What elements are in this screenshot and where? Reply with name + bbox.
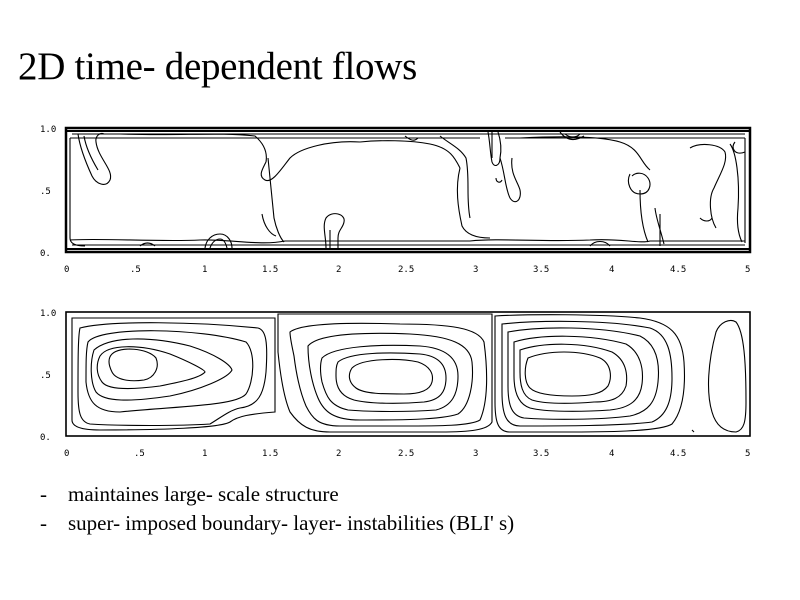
top-x-tick-8: 4 [609,265,614,275]
bottom-x-tick-6: 3 [473,449,478,459]
bottom-x-tick-10: 5 [745,449,750,459]
bullet-text: super- imposed boundary- layer- instabil… [68,511,515,535]
slide-title: 2D time- dependent flows [18,45,417,88]
bottom-x-tick-3: 1.5 [262,449,278,459]
top-x-tick-10: 5 [745,265,750,275]
top-y-tick-2: .5 [40,187,51,197]
bottom-x-tick-2: 1 [202,449,207,459]
bottom-contours [65,311,751,437]
bottom-x-tick-4: 2 [336,449,341,459]
top-contour-plot: 1.0 .5 0. 0 .5 1 1.5 2 2.5 3 3.5 4 4.5 5 [0,118,800,280]
bottom-x-tick-7: 3.5 [533,449,549,459]
bullet-list: -maintaines large- scale structure -supe… [40,480,514,538]
bottom-y-tick-3: 0. [40,433,51,443]
bullet-marker: - [40,482,47,506]
top-x-tick-9: 4.5 [670,265,686,275]
top-x-ticks: 0 .5 1 1.5 2 2.5 3 3.5 4 4.5 5 [64,265,750,275]
bullet-marker: - [40,511,47,535]
top-x-tick-3: 1.5 [262,265,278,275]
bottom-x-tick-1: .5 [134,449,145,459]
bottom-x-ticks: 0 .5 1 1.5 2 2.5 3 3.5 4 4.5 5 [64,449,750,459]
bullet-text: maintaines large- scale structure [68,482,339,506]
bottom-x-tick-5: 2.5 [398,449,414,459]
top-y-tick-1: 1.0 [40,125,56,135]
bullet-item: -super- imposed boundary- layer- instabi… [40,509,514,538]
bottom-x-tick-9: 4.5 [670,449,686,459]
top-x-tick-2: 1 [202,265,207,275]
top-x-tick-6: 3 [473,265,478,275]
bullet-item: -maintaines large- scale structure [40,480,514,509]
top-x-tick-7: 3.5 [533,265,549,275]
bottom-contour-svg: 1.0 .5 0. 0 .5 1 1.5 2 2.5 3 3.5 4 4.5 5 [40,309,751,459]
bottom-y-tick-2: .5 [40,371,51,381]
top-contours [64,126,752,254]
bottom-contour-plot: 1.0 .5 0. 0 .5 1 1.5 2 2.5 3 3.5 4 4.5 5 [0,302,800,464]
top-x-tick-5: 2.5 [398,265,414,275]
top-x-tick-4: 2 [336,265,341,275]
top-contour-svg: 1.0 .5 0. 0 .5 1 1.5 2 2.5 3 3.5 4 4.5 5 [40,125,752,275]
bottom-x-tick-0: 0 [64,449,69,459]
top-y-tick-3: 0. [40,249,51,259]
top-x-tick-1: .5 [130,265,141,275]
bottom-x-tick-8: 4 [609,449,614,459]
top-x-tick-0: 0 [64,265,69,275]
bottom-y-tick-1: 1.0 [40,309,56,319]
